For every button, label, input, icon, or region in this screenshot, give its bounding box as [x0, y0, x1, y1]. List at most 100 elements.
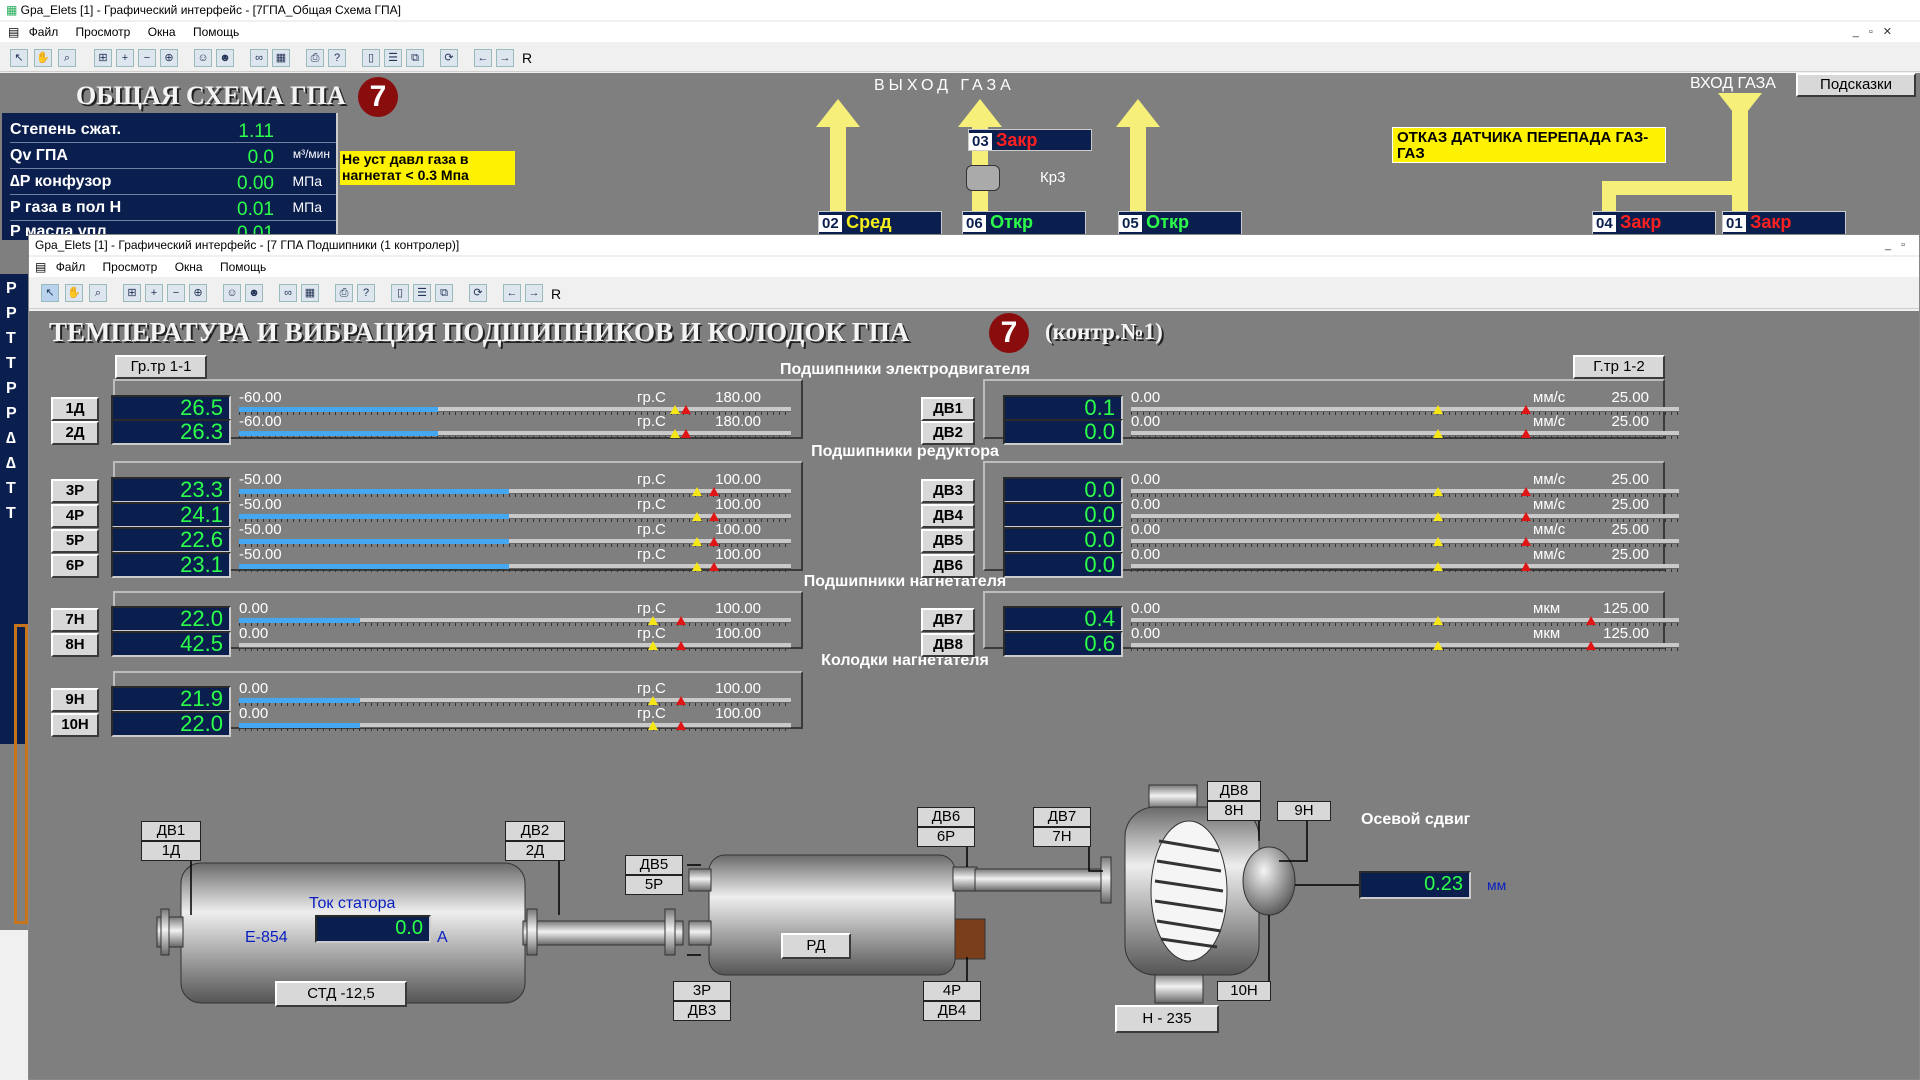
- valve-02[interactable]: 02 Сред: [818, 211, 942, 235]
- layout3-icon[interactable]: ⧉: [435, 284, 453, 302]
- valve-05[interactable]: 05 Откр: [1118, 211, 1242, 235]
- menu-file[interactable]: Файл: [28, 25, 59, 39]
- layout1-icon[interactable]: ▯: [391, 284, 409, 302]
- blower-sphere: [1242, 846, 1296, 916]
- alarm-marker-icon: [1520, 429, 1531, 438]
- r-button[interactable]: R: [522, 50, 533, 66]
- bar-fill: [239, 514, 510, 519]
- mdi-window-controls[interactable]: _▫✕: [1852, 26, 1902, 38]
- forward-arrow-icon[interactable]: →: [525, 284, 543, 302]
- pointer-icon[interactable]: ↖: [10, 49, 28, 67]
- users-icon[interactable]: ☺: [194, 49, 212, 67]
- user-icon[interactable]: ☻: [245, 284, 263, 302]
- unit-diagram: [156, 784, 1383, 1004]
- shaft-motor-gear: [522, 920, 684, 946]
- layout3-icon[interactable]: ⧉: [406, 49, 424, 67]
- temp-sensor-value: 23.3: [111, 477, 231, 503]
- gas-inlet-branch: [1602, 181, 1748, 195]
- alarm-marker-icon: [681, 429, 692, 438]
- binoculars-icon[interactable]: ∞: [279, 284, 297, 302]
- bar-track: [239, 489, 791, 494]
- r-button[interactable]: R: [551, 286, 562, 302]
- layout2-icon[interactable]: ☰: [384, 49, 402, 67]
- menu-view[interactable]: Просмотр: [102, 260, 158, 274]
- vib-sensor-label: ДВ2: [921, 421, 975, 445]
- bar-ticks: [239, 494, 791, 497]
- menu-file[interactable]: Файл: [55, 260, 86, 274]
- bar-min: 0.00: [1131, 389, 1161, 406]
- bar-fill: [239, 539, 510, 544]
- refresh-icon[interactable]: ⟳: [440, 49, 458, 67]
- unit-badge: 7: [989, 313, 1029, 353]
- param-value: 1.11: [238, 121, 274, 142]
- bar-unit: гр.С: [637, 600, 666, 617]
- group-left-button[interactable]: Гр.тр 1-1: [115, 355, 207, 379]
- bar-min: -50.00: [239, 496, 282, 513]
- help-icon[interactable]: ?: [357, 284, 375, 302]
- vib-sensor-value: 0.0: [1003, 419, 1123, 445]
- left-param-letter: Т: [6, 355, 16, 372]
- zoom-in-icon[interactable]: +: [145, 284, 163, 302]
- print-icon[interactable]: ⎙: [335, 284, 353, 302]
- menu-help[interactable]: Помощь: [192, 25, 240, 39]
- valve-04[interactable]: 04 Закр: [1592, 211, 1716, 235]
- alarm-marker-icon: [708, 512, 719, 521]
- forward-arrow-icon[interactable]: →: [496, 49, 514, 67]
- temp-sensor-label: 8Н: [51, 633, 99, 657]
- alarm-marker-icon: [675, 721, 686, 730]
- help-icon[interactable]: ?: [328, 49, 346, 67]
- warning-marker-icon: [1432, 512, 1443, 521]
- vib-sensor-value: 0.0: [1003, 502, 1123, 528]
- gear-coupling: [954, 918, 986, 960]
- layout2-icon[interactable]: ☰: [413, 284, 431, 302]
- refresh-icon[interactable]: ⟳: [469, 284, 487, 302]
- alarm-marker-icon: [1586, 616, 1597, 625]
- print-icon[interactable]: ⎙: [306, 49, 324, 67]
- valve-kr3-icon[interactable]: [966, 165, 1000, 191]
- valve-03[interactable]: 03 Закр: [968, 129, 1092, 151]
- group-right-button[interactable]: Г.тр 1-2: [1573, 355, 1665, 379]
- table-icon[interactable]: ▦: [301, 284, 319, 302]
- valve-01[interactable]: 01 Закр: [1722, 211, 1846, 235]
- layout1-icon[interactable]: ▯: [362, 49, 380, 67]
- bar-ticks: [1131, 623, 1679, 626]
- users-icon[interactable]: ☺: [223, 284, 241, 302]
- zoom-fit-icon[interactable]: ⊞: [94, 49, 112, 67]
- zoom-area-icon[interactable]: ⊕: [160, 49, 178, 67]
- bar-fill: [239, 564, 510, 569]
- menu-windows[interactable]: Окна: [147, 25, 176, 39]
- param-row: Qv ГПА 0.0 м³/мин: [10, 147, 336, 169]
- hints-button[interactable]: Подсказки: [1796, 73, 1916, 97]
- zoom-in-icon[interactable]: +: [116, 49, 134, 67]
- valve-06[interactable]: 06 Откр: [962, 211, 1086, 235]
- bar-max: 180.00: [715, 389, 761, 406]
- bar-track: [1131, 643, 1679, 648]
- zoom-area-icon[interactable]: ⊕: [189, 284, 207, 302]
- window-controls[interactable]: _▫: [1884, 239, 1915, 251]
- gas-in-label: ВХОД ГАЗА: [1690, 75, 1776, 92]
- bar-max: 25.00: [1611, 471, 1649, 488]
- pointer-icon[interactable]: ↖: [41, 284, 59, 302]
- zoom-icon[interactable]: ⌕: [89, 284, 107, 302]
- back-arrow-icon[interactable]: ←: [474, 49, 492, 67]
- menu-help[interactable]: Помощь: [219, 260, 267, 274]
- table-icon[interactable]: ▦: [272, 49, 290, 67]
- user-icon[interactable]: ☻: [216, 49, 234, 67]
- bar-unit: мм/с: [1533, 521, 1566, 538]
- bar-min: 0.00: [239, 705, 269, 722]
- zoom-icon[interactable]: ⌕: [58, 49, 76, 67]
- pan-icon[interactable]: ✋: [34, 49, 52, 67]
- back-arrow-icon[interactable]: ←: [503, 284, 521, 302]
- bar-track: [239, 564, 791, 569]
- zoom-fit-icon[interactable]: ⊞: [123, 284, 141, 302]
- zoom-out-icon[interactable]: −: [138, 49, 156, 67]
- pan-icon[interactable]: ✋: [65, 284, 83, 302]
- menu-view[interactable]: Просмотр: [75, 25, 131, 39]
- menu-windows[interactable]: Окна: [174, 260, 203, 274]
- binoculars-icon[interactable]: ∞: [250, 49, 268, 67]
- bar-track: [1131, 514, 1679, 519]
- zoom-out-icon[interactable]: −: [167, 284, 185, 302]
